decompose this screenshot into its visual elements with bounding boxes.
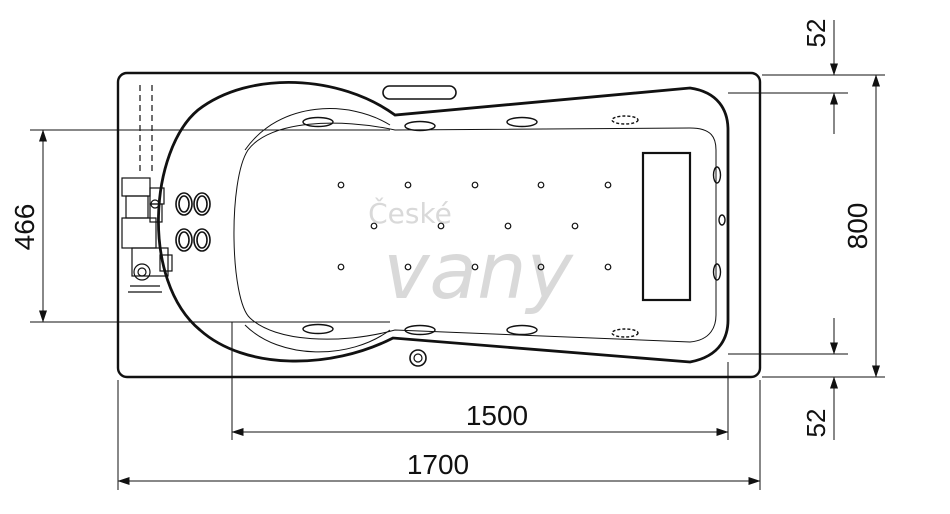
pump-equipment xyxy=(121,85,173,293)
dimensions xyxy=(30,20,885,490)
side-jets xyxy=(302,115,639,338)
back-jets xyxy=(175,192,211,252)
control-panel xyxy=(641,151,692,302)
foot-jets xyxy=(712,166,726,281)
tub-inner-floor xyxy=(233,122,717,343)
dimension-label-1700: 1700 xyxy=(407,449,469,480)
dimension-label-52-top: 52 xyxy=(801,19,831,48)
grab-handle-slot xyxy=(382,85,457,100)
watermark-line1: České xyxy=(368,196,452,230)
dimension-label-52-bottom: 52 xyxy=(801,409,831,438)
dimension-label-466: 466 xyxy=(9,204,40,251)
drain-overflow xyxy=(409,349,427,367)
tub-outer-rim xyxy=(116,71,762,379)
watermark: České vany xyxy=(368,196,575,317)
seat-contour-bottom xyxy=(244,324,391,353)
seat-contour-top xyxy=(244,108,391,151)
dimension-label-800: 800 xyxy=(842,203,873,250)
dimension-label-1500: 1500 xyxy=(466,400,528,431)
tub-basin-outline xyxy=(157,80,730,364)
watermark-line2: vany xyxy=(383,227,574,317)
air-nozzles xyxy=(337,181,612,271)
